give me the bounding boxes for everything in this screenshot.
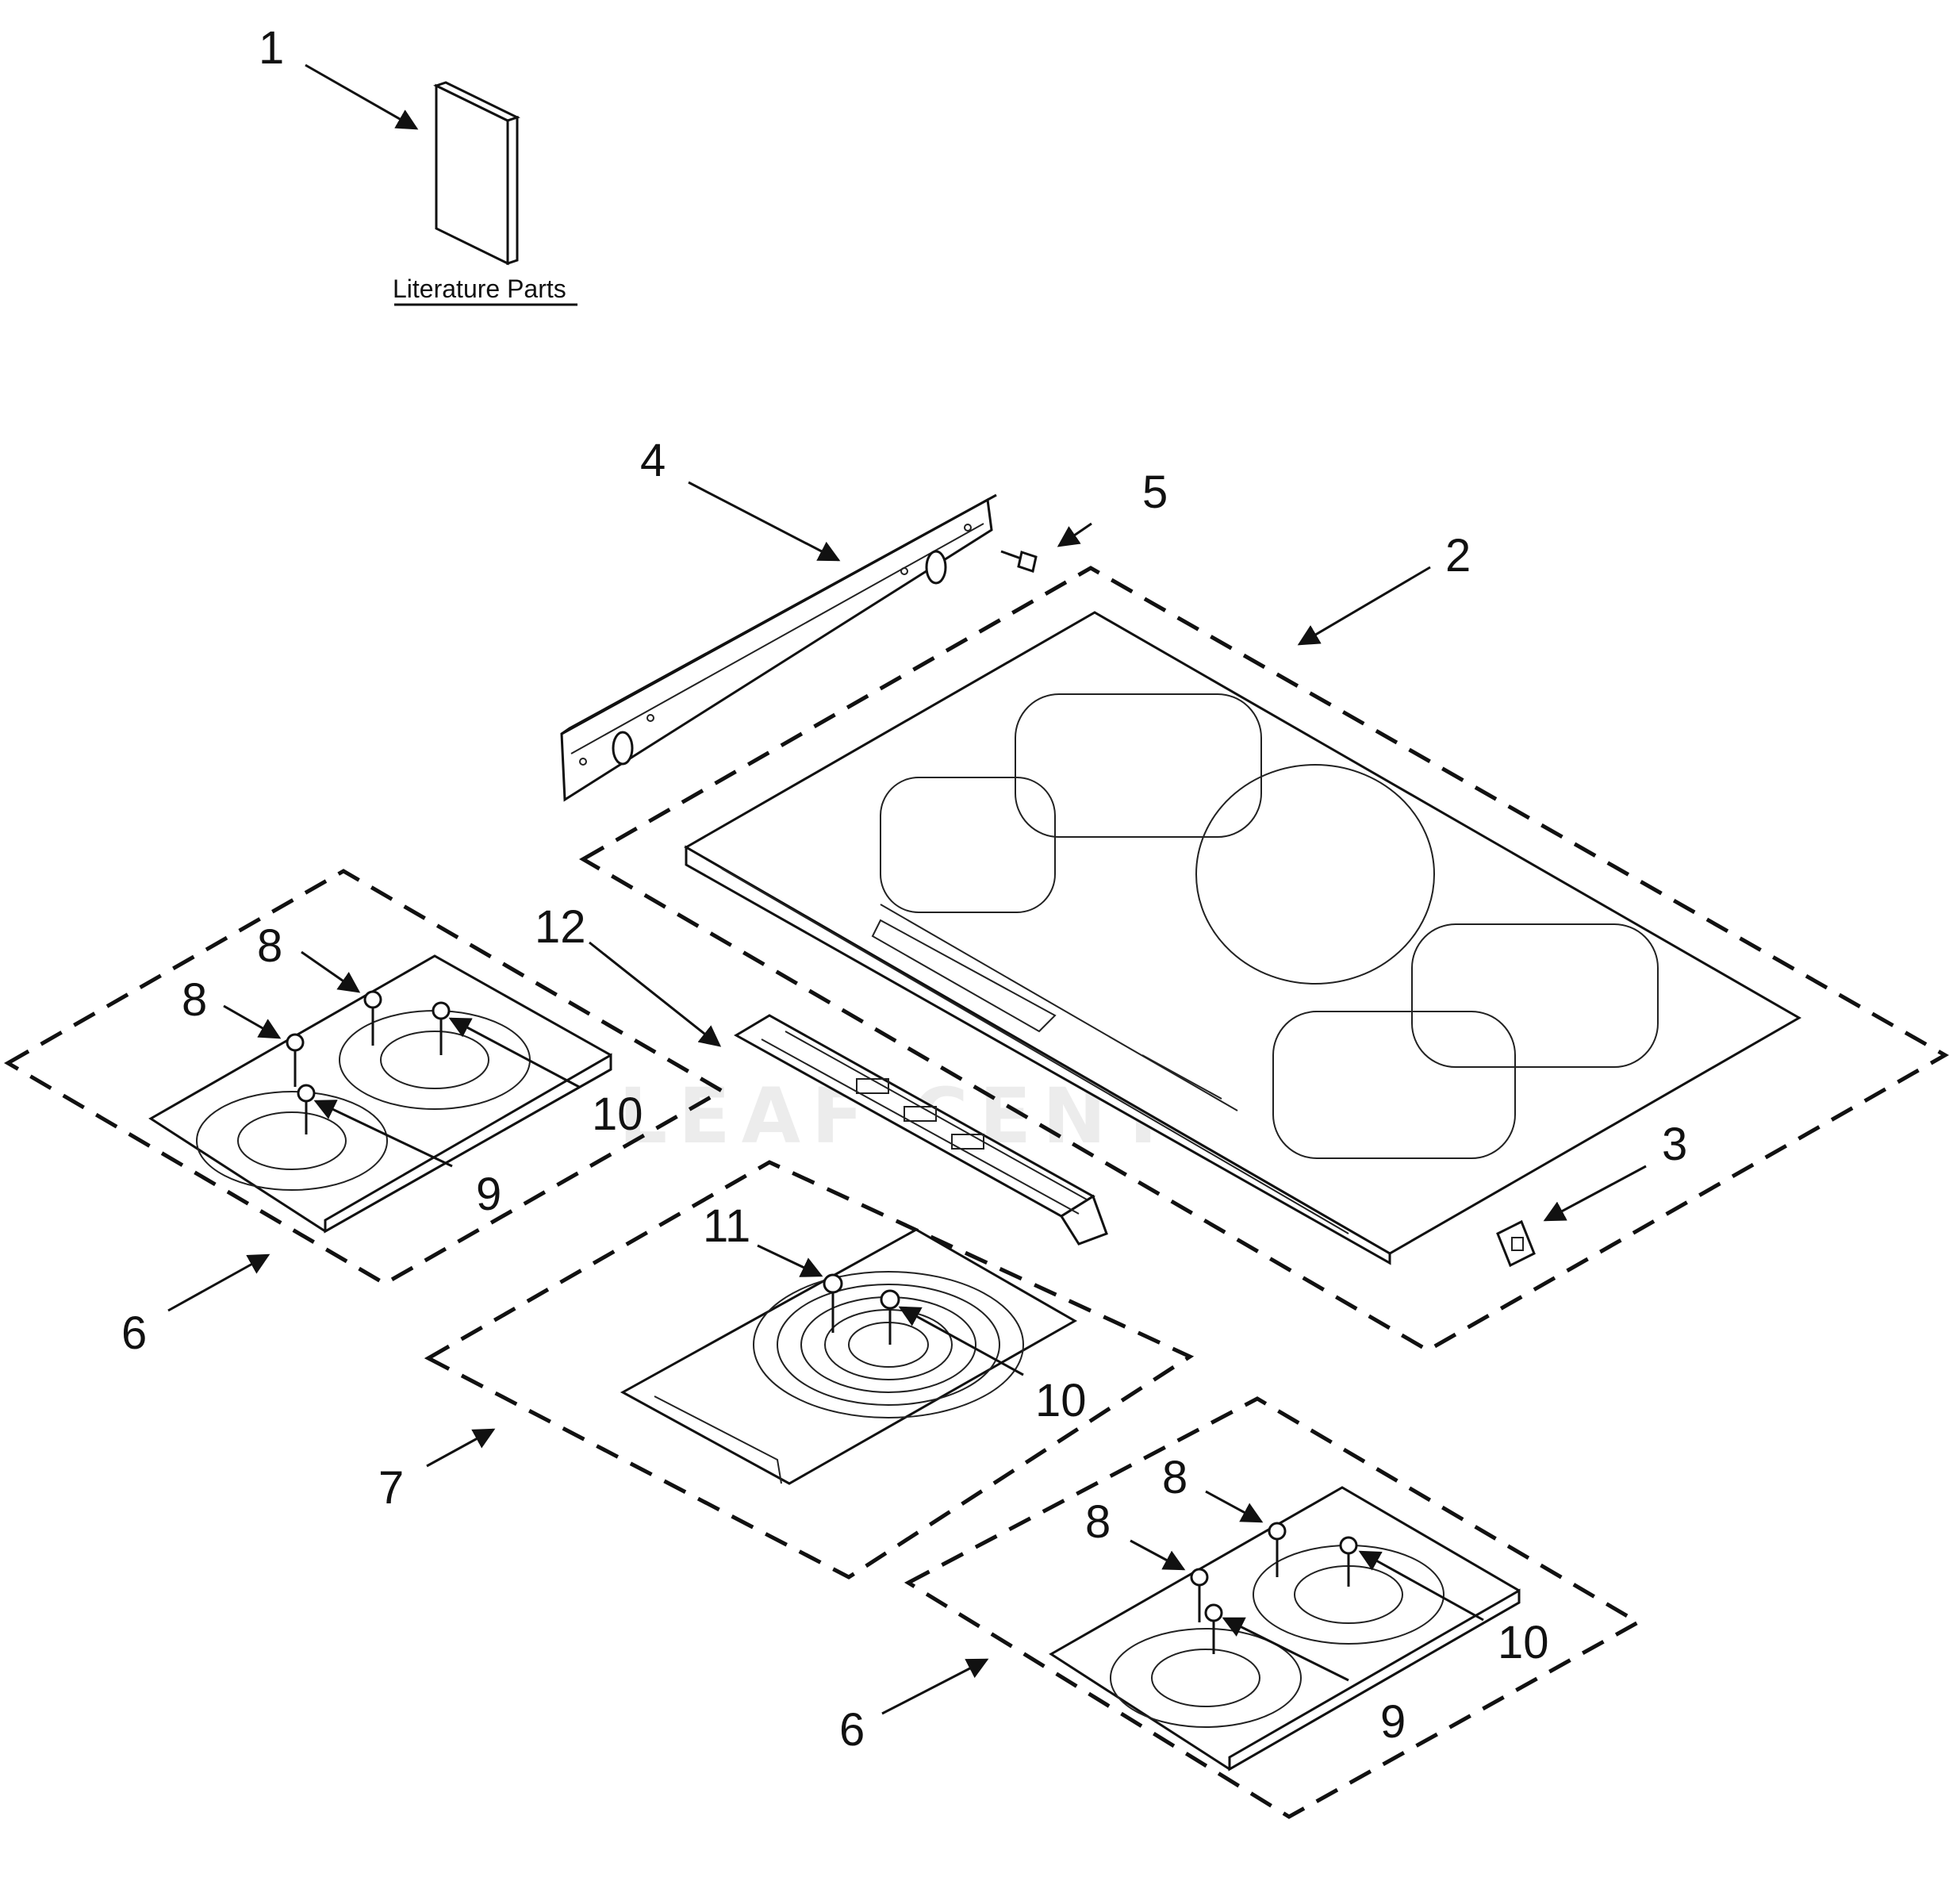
dual-element-tray-upper[interactable] [4, 869, 727, 1286]
arrow-11 [757, 1244, 823, 1277]
arrow-6b [881, 1658, 989, 1715]
arrow-10c [1358, 1550, 1484, 1622]
arrow-9b [1222, 1617, 1349, 1682]
screw-part[interactable] [1000, 550, 1038, 573]
callout-6[interactable]: 6 [839, 1704, 865, 1756]
arrow-9a [313, 1100, 453, 1168]
callout-3[interactable]: 3 [1662, 1119, 1687, 1170]
assembly-boundary-7 [424, 1160, 1195, 1580]
arrow-10a [448, 1017, 580, 1088]
callout-9[interactable]: 9 [476, 1169, 501, 1220]
arrow-4 [688, 481, 841, 562]
callout-11[interactable]: 11 [703, 1200, 750, 1252]
arrow-6a [167, 1253, 270, 1312]
dual-element-tray-lower[interactable] [904, 1396, 1643, 1819]
connector-part[interactable] [1496, 1219, 1536, 1268]
callout-10[interactable]: 10 [1035, 1375, 1087, 1426]
callout-8[interactable]: 8 [257, 920, 282, 972]
literature-booklet-part[interactable] [433, 81, 520, 266]
arrow-8c [1205, 1490, 1264, 1523]
control-board-part[interactable] [733, 1014, 1108, 1246]
arrow-8d [1130, 1539, 1186, 1571]
callout-1[interactable]: 1 [259, 22, 284, 74]
arrow-7 [426, 1428, 496, 1468]
center-element-tray[interactable] [424, 1160, 1195, 1580]
assembly-boundary-2 [578, 566, 1949, 1353]
callout-7[interactable]: 7 [378, 1462, 404, 1514]
arrow-5 [1057, 522, 1092, 547]
callout-6[interactable]: 6 [121, 1307, 147, 1359]
control-bracket-part[interactable] [560, 493, 997, 802]
callout-9[interactable]: 9 [1380, 1696, 1406, 1748]
callout-labels: 1 4 5 2 12 8 8 10 9 6 3 11 10 7 8 8 10 9… [121, 22, 1687, 1756]
callout-12[interactable]: 12 [535, 901, 586, 953]
callout-8[interactable]: 8 [1085, 1496, 1111, 1548]
callout-4[interactable]: 4 [640, 435, 666, 486]
callout-8[interactable]: 8 [1162, 1452, 1187, 1503]
leader-arrows [167, 63, 1647, 1715]
arrow-8a [301, 950, 361, 993]
arrow-10b [898, 1306, 1024, 1376]
callout-5[interactable]: 5 [1142, 466, 1168, 518]
assembly-boundary-6-lower [904, 1396, 1643, 1819]
arrow-12 [589, 941, 722, 1047]
callout-10[interactable]: 10 [1498, 1617, 1549, 1668]
arrow-3 [1543, 1165, 1647, 1222]
cooktop-glass-part[interactable] [578, 566, 1949, 1353]
callout-10[interactable]: 10 [592, 1088, 643, 1140]
literature-parts-label: Literature Parts [393, 274, 566, 303]
arrow-8b [223, 1004, 282, 1039]
arrow-1 [305, 63, 419, 130]
callout-2[interactable]: 2 [1445, 530, 1471, 582]
callout-8[interactable]: 8 [182, 974, 207, 1026]
arrow-2 [1297, 566, 1431, 646]
